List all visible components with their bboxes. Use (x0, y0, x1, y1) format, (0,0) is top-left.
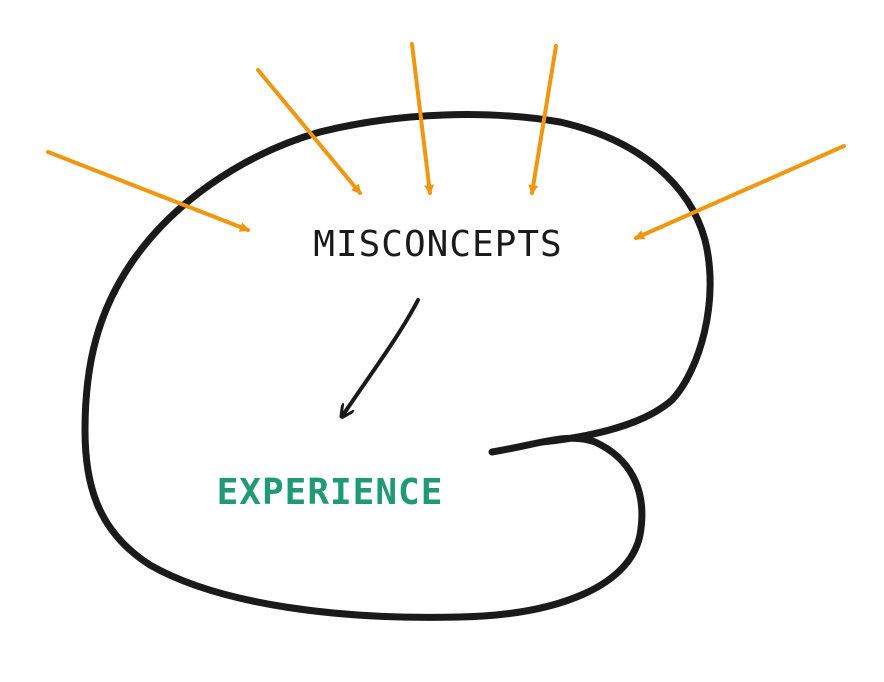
incoming-arrow-4 (528, 44, 558, 195)
experience-label: EXPERIENCE (217, 472, 444, 513)
misconcepts-label: MISCONCEPTS (313, 224, 562, 265)
incoming-arrow-5 (634, 144, 846, 240)
incoming-arrows (46, 42, 846, 240)
incoming-arrow-2 (256, 68, 362, 195)
incoming-arrow-1 (46, 150, 250, 232)
mind-boundary-outline (81, 111, 714, 621)
incoming-arrow-3 (410, 42, 435, 195)
misconcepts-to-experience-arrow (343, 298, 420, 415)
